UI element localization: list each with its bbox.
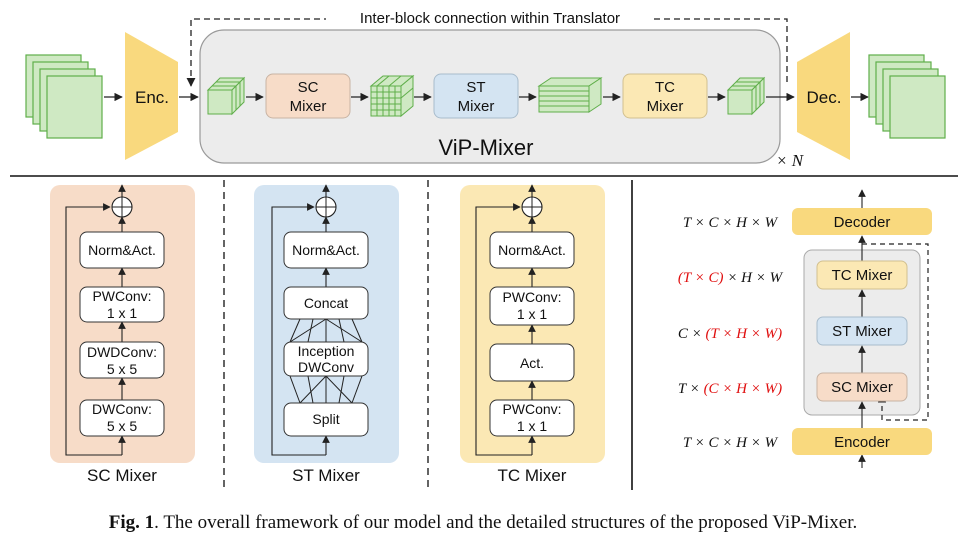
caption-text: . The overall framework of our model and… xyxy=(154,512,858,533)
shape-encoder-output: T × C × H × W xyxy=(683,435,779,451)
sc-block-4-line-1: DWConv: xyxy=(92,401,152,417)
st-block-3-line-2: DWConv xyxy=(298,359,354,375)
sc-mixer-box xyxy=(265,73,351,119)
tc-block-1-label: Norm&Act. xyxy=(498,242,566,258)
st-mixer-label-1: ST xyxy=(466,79,485,96)
sc-block-4-line-2: 5 x 5 xyxy=(107,418,138,434)
tc-mixer-panel: TC Mixer Norm&Act. PWConv: 1 x 1 Act. PW… xyxy=(460,184,605,485)
caption-label: Fig. 1 xyxy=(108,512,155,533)
repeat-label: × N xyxy=(776,151,805,170)
shape-decoder-input: T × C × H × W xyxy=(683,215,779,231)
flow-st-mixer-label: ST Mixer xyxy=(832,323,892,340)
figure-caption: Fig. 1. The overall framework of our mod… xyxy=(0,512,966,534)
sc-panel-title: SC Mixer xyxy=(87,466,157,485)
shape-sc-input: T × (C × H × W) xyxy=(678,381,782,397)
decoder-label: Dec. xyxy=(807,88,842,107)
sc-mixer-panel: SC Mixer Norm&Act. PWConv: 1 x 1 DWDConv… xyxy=(50,184,195,485)
shape-tc-input: (T × C) × H × W xyxy=(678,270,784,286)
st-block-3-line-1: Inception xyxy=(298,343,355,359)
sc-mixer-label-2: Mixer xyxy=(290,98,327,115)
sc-block-2-line-2: 1 x 1 xyxy=(107,305,138,321)
st-mixer-panel: ST Mixer Norm&Act. Concat Inception DWCo… xyxy=(254,184,399,485)
feature-slab xyxy=(537,77,603,113)
sc-mixer-label-1: SC xyxy=(298,79,319,96)
sc-block-2-line-1: PWConv: xyxy=(92,288,151,304)
vip-mixer-label: ViP-Mixer xyxy=(439,135,534,160)
tc-panel-title: TC Mixer xyxy=(498,466,567,485)
feature-cube-3 xyxy=(726,76,766,116)
feature-cube-grid xyxy=(369,74,415,118)
decoder-trapezoid xyxy=(797,32,850,160)
flow-tc-mixer-label: TC Mixer xyxy=(832,267,893,284)
tc-block-4-line-2: 1 x 1 xyxy=(517,418,548,434)
st-block-1-label: Norm&Act. xyxy=(292,242,360,258)
encoder-label: Enc. xyxy=(135,88,169,107)
tc-mixer-label-1: TC xyxy=(655,79,675,96)
sc-block-3-line-1: DWDConv: xyxy=(87,344,157,360)
flow-sc-mixer-label: SC Mixer xyxy=(831,379,893,396)
feature-cube-1 xyxy=(206,76,246,116)
flow-decoder-label: Decoder xyxy=(834,214,891,231)
input-frames xyxy=(25,54,103,139)
sc-block-1-label: Norm&Act. xyxy=(88,242,156,258)
tc-mixer-box xyxy=(622,73,708,119)
shape-flow: Decoder TC Mixer ST Mixer SC Mixer Encod… xyxy=(678,189,932,468)
shape-st-input: C × (T × H × W) xyxy=(678,326,782,342)
st-block-2-label: Concat xyxy=(304,295,348,311)
flow-encoder-label: Encoder xyxy=(834,434,890,451)
encoder-trapezoid xyxy=(125,32,178,160)
st-block-4-label: Split xyxy=(312,411,339,427)
tc-block-2-line-2: 1 x 1 xyxy=(517,306,548,322)
connection-label: Inter-block connection within Translator xyxy=(360,10,620,27)
st-mixer-box xyxy=(433,73,519,119)
st-panel-title: ST Mixer xyxy=(292,466,360,485)
st-mixer-label-2: Mixer xyxy=(458,98,495,115)
tc-mixer-label-2: Mixer xyxy=(647,98,684,115)
output-frames xyxy=(868,54,946,139)
tc-block-2-line-1: PWConv: xyxy=(502,289,561,305)
tc-block-3-label: Act. xyxy=(520,355,544,371)
sc-block-3-line-2: 5 x 5 xyxy=(107,361,138,377)
tc-block-4-line-1: PWConv: xyxy=(502,401,561,417)
